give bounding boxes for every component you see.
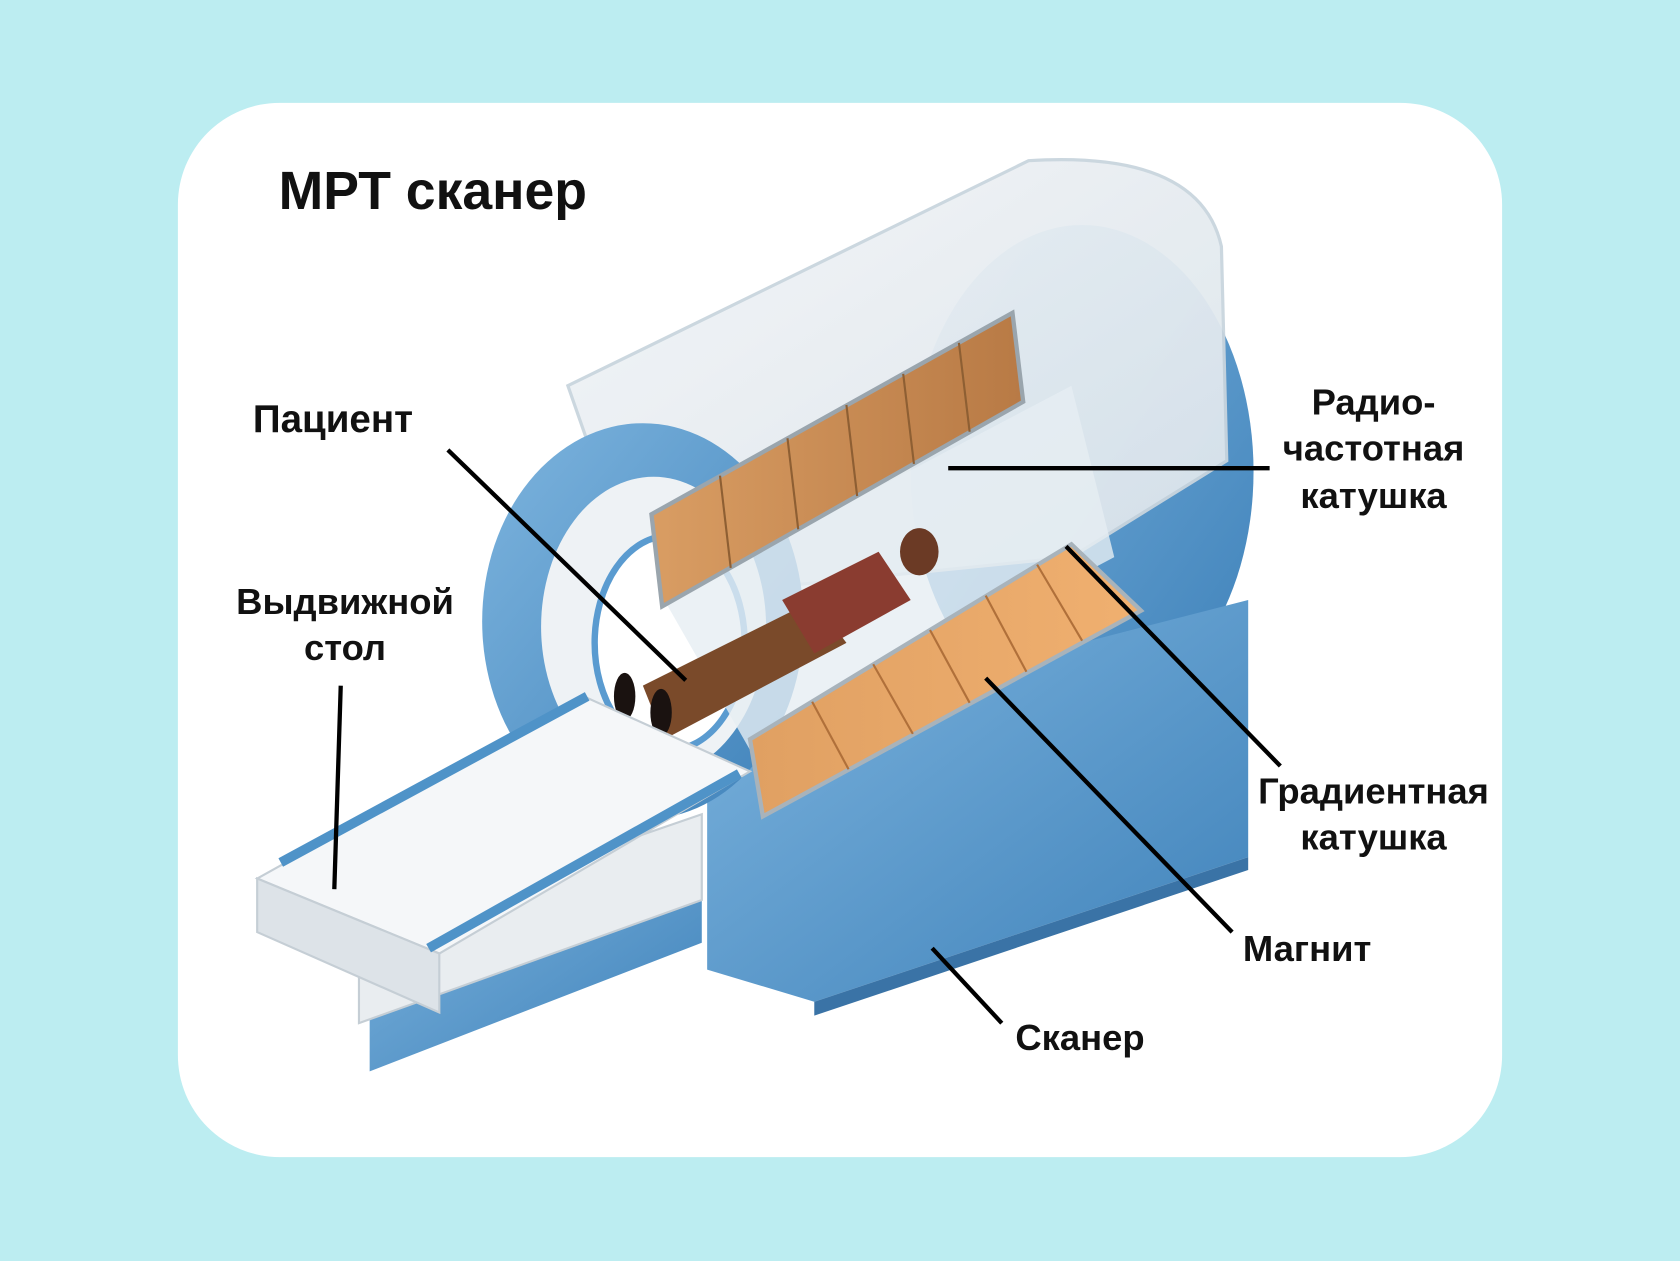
- patient-figure: [613, 528, 939, 740]
- rf-coil: [649, 309, 1026, 610]
- scanner-illustration: [254, 158, 1254, 1072]
- leader-lines: [332, 448, 1282, 1025]
- label-scanner: Сканер: [1015, 1017, 1144, 1058]
- gradient-coil: [747, 541, 1145, 820]
- label-gradient-2: катушка: [1300, 817, 1447, 858]
- label-gradient-1: Градиентная: [1258, 771, 1489, 812]
- sliding-table: [254, 692, 753, 1072]
- label-table-2: стол: [304, 627, 386, 668]
- diagram-title: МРТ сканер: [279, 162, 587, 221]
- label-table-1: Выдвижной: [236, 581, 454, 622]
- label-magnet: Магнит: [1243, 928, 1371, 969]
- magnet-base: [707, 599, 1249, 1002]
- label-rf-1: Радио-: [1312, 382, 1436, 423]
- label-patient: Пациент: [253, 398, 413, 441]
- label-rf-3: катушка: [1300, 475, 1447, 516]
- label-rf-2: частотная: [1283, 428, 1465, 469]
